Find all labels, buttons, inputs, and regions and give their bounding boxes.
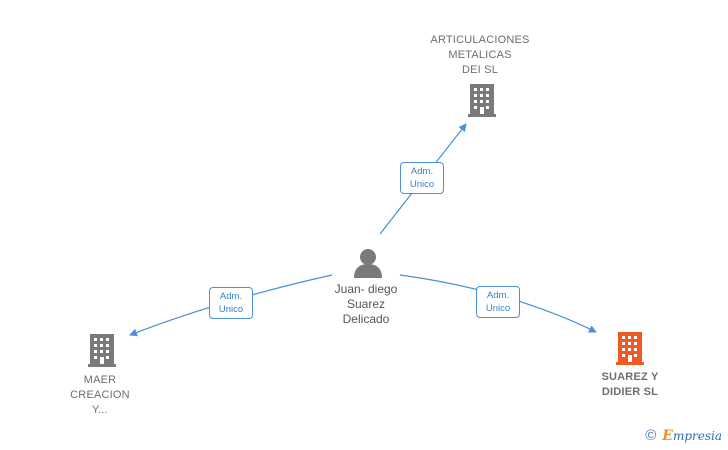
edge-label-suarez: Adm. Unico — [476, 286, 520, 318]
person-icon[interactable] — [354, 249, 382, 278]
copyright-footer: © Empresia — [645, 427, 722, 444]
building-icon[interactable] — [88, 334, 116, 367]
edge-label-articulaciones: Adm. Unico — [400, 162, 444, 194]
company-label-maer[interactable]: MAER CREACION Y... — [70, 374, 130, 416]
building-icon[interactable] — [616, 332, 644, 365]
edge-label-maer: Adm. Unico — [209, 287, 253, 319]
building-icon[interactable] — [468, 84, 496, 117]
company-label-articulaciones[interactable]: ARTICULACIONES METALICAS DEI SL — [430, 34, 530, 76]
person-label[interactable]: Juan- diego Suarez Delicado — [334, 282, 398, 326]
brand-logo[interactable]: Empresia — [662, 427, 722, 444]
copyright-icon: © — [645, 427, 657, 444]
company-label-suarez[interactable]: SUAREZ Y DIDIER SL — [601, 371, 659, 398]
